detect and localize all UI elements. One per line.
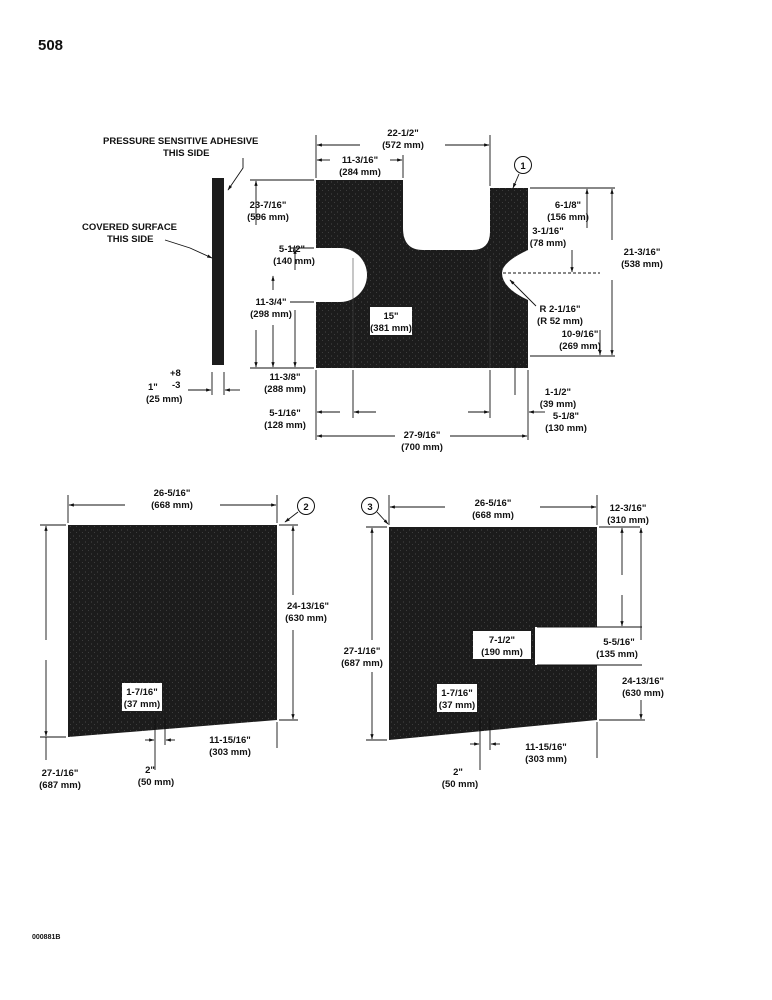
fig3-slot-length: 7-1/2": [489, 635, 515, 646]
dim-center: 15": [383, 311, 398, 322]
fig3-right-height-mm: (630 mm): [622, 688, 664, 699]
fig3-left-height-mm: (687 mm): [341, 658, 383, 669]
dim-left-cutout-pos: 11-3/4": [256, 297, 287, 308]
fig2-top-width-mm: (668 mm): [151, 500, 193, 511]
figure-3: 3 26-5/16" (668 mm) 12-3/16" (310 mm) 5-…: [341, 495, 664, 790]
dim-right-lower: 10-9/16": [562, 329, 599, 340]
dim-center-mm: (381 mm): [370, 323, 412, 334]
fig3-right-height: 24-13/16": [622, 676, 664, 687]
side-profile-strip: [212, 178, 224, 365]
dim-notch-radius-mm: (R 60 mm): [425, 236, 471, 247]
figure-code: 000881B: [32, 934, 60, 941]
dim-left-cutout-height-mm: (140 mm): [273, 256, 315, 267]
fig2-right-height: 24-13/16": [287, 601, 329, 612]
figure-1: 1 PRESSURE SENSITIVE ADHESIVE THIS SIDE …: [82, 128, 663, 453]
dim-bottom-left-offset: 5-1/16": [269, 408, 300, 419]
dim-notch-radius: R 2-3/8": [430, 224, 466, 235]
dim-right-radius-mm: (R 52 mm): [537, 316, 583, 327]
covered-note-line1: COVERED SURFACE: [82, 222, 177, 233]
fig3-bottom-small: 2": [453, 767, 463, 778]
dim-top-width-mm: (572 mm): [382, 140, 424, 151]
callout-3-label: 3: [367, 502, 372, 513]
dim-right-top-width: 6-1/8": [555, 200, 581, 211]
fig2-inner-mark-mm: (37 mm): [124, 699, 160, 710]
fig2-bottom-small: 2": [145, 765, 155, 776]
pad-shape-2: [68, 525, 277, 737]
thickness-plus: +8: [170, 368, 181, 379]
dim-right-step-mm: (39 mm): [540, 399, 576, 410]
dim-right-step: 1-1/2": [545, 387, 571, 398]
dim-left-cutout-height: 5-1/2": [279, 244, 305, 255]
dim-right-height: 21-3/16": [624, 247, 661, 258]
fig2-top-width: 26-5/16": [154, 488, 191, 499]
callout-2: [297, 497, 315, 515]
thickness-in: 1": [148, 382, 158, 393]
fig3-top-width-mm: (668 mm): [472, 510, 514, 521]
fig3-inner-mark-mm: (37 mm): [439, 700, 475, 711]
fig3-slot-height-mm: (135 mm): [596, 649, 638, 660]
fig3-bottom-right: 11-15/16": [525, 742, 566, 753]
covered-note-line2: THIS SIDE: [107, 234, 153, 245]
page-number: 508: [38, 37, 63, 54]
dim-bottom-left: 11-3/8": [270, 372, 301, 383]
dim-bottom-left-mm: (288 mm): [264, 384, 306, 395]
fig3-bottom-right-mm: (303 mm): [525, 754, 567, 765]
adhesive-note-line1: PRESSURE SENSITIVE ADHESIVE: [103, 136, 258, 147]
figure-2: 2 26-5/16" (668 mm) 24-13/16" (630 mm) 2…: [39, 488, 329, 791]
dim-right-height-mm: (538 mm): [621, 259, 663, 270]
dim-right-cutout: 3-1/16": [532, 226, 563, 237]
callout-1: [514, 156, 532, 174]
thickness-mm: (25 mm): [146, 394, 182, 405]
fig2-bottom-small-mm: (50 mm): [138, 777, 174, 788]
fig2-bottom-right-mm: (303 mm): [209, 747, 251, 758]
dim-bottom-left-offset-mm: (128 mm): [264, 420, 306, 431]
pad-shape-1: [316, 180, 528, 368]
fig2-inner-mark: 1-7/16": [126, 687, 157, 698]
dim-right-top-width-mm: (156 mm): [547, 212, 589, 223]
fig3-slot-height: 5-5/16": [603, 637, 634, 648]
dim-left-height: 23-7/16": [250, 200, 287, 211]
dim-right-radius: R 2-1/16": [540, 304, 581, 315]
dim-bottom-right-offset: 5-1/8": [553, 411, 579, 422]
dim-right-lower-mm: (269 mm): [559, 341, 601, 352]
adhesive-note-line2: THIS SIDE: [163, 148, 209, 159]
fig2-left-height-mm: (687 mm): [39, 780, 81, 791]
dim-left-top-width-mm: (284 mm): [339, 167, 381, 178]
dim-bottom-right-offset-mm: (130 mm): [545, 423, 587, 434]
dim-left-cutout-pos-mm: (298 mm): [250, 309, 292, 320]
dim-bottom-width-mm: (700 mm): [401, 442, 443, 453]
callout-1-label: 1: [520, 161, 526, 172]
fig2-bottom-right: 11-15/16": [209, 735, 250, 746]
dim-bottom-width: 27-9/16": [404, 430, 441, 441]
fig3-left-height: 27-1/16": [344, 646, 381, 657]
fig3-bottom-small-mm: (50 mm): [442, 779, 478, 790]
dim-right-cutout-mm: (78 mm): [530, 238, 566, 249]
fig3-top-right: 12-3/16": [610, 503, 647, 514]
fig2-left-height: 27-1/16": [42, 768, 79, 779]
fig3-slot-length-mm: (190 mm): [481, 647, 523, 658]
callout-3: [361, 497, 379, 515]
fig3-top-width: 26-5/16": [475, 498, 512, 509]
fig2-right-height-mm: (630 mm): [285, 613, 327, 624]
dim-left-height-mm: (596 mm): [247, 212, 289, 223]
fig3-inner-mark: 1-7/16": [441, 688, 472, 699]
dim-top-width: 22-1/2": [387, 128, 418, 139]
fig3-top-right-mm: (310 mm): [607, 515, 649, 526]
thickness-minus: -3: [172, 380, 180, 391]
callout-2-label: 2: [303, 502, 308, 513]
dim-left-top-width: 11-3/16": [342, 155, 378, 166]
